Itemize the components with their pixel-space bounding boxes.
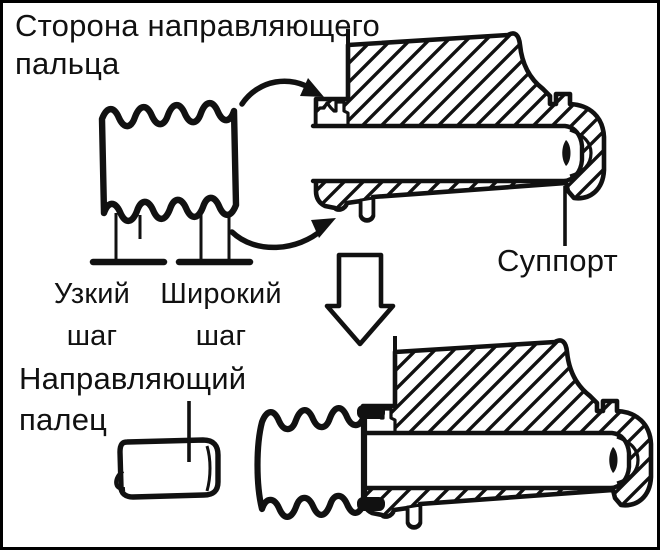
label-guide-pin: Направляющий палец xyxy=(19,361,247,437)
curved-arrow-top xyxy=(239,78,324,107)
caliper-cross-section-bottom xyxy=(360,336,651,528)
label-narrow-pitch: Узкий шаг xyxy=(53,278,131,353)
curved-arrow-bottom xyxy=(229,218,336,251)
label-caliper: Суппорт xyxy=(497,243,618,278)
boot-seam-bottom xyxy=(357,497,385,511)
block-arrow-down-icon xyxy=(324,252,396,347)
label-wide-pitch: Широкий шаг xyxy=(160,278,282,353)
technical-drawing xyxy=(89,3,660,550)
dust-boot-drawing xyxy=(98,99,240,225)
dust-boot-installed xyxy=(254,405,385,520)
label-guide-pin-side: Сторона направляющего пальца xyxy=(15,8,380,81)
pitch-dimension-marks xyxy=(89,213,254,266)
guide-pin-drawing xyxy=(114,437,221,500)
boot-seam-top xyxy=(357,405,385,419)
